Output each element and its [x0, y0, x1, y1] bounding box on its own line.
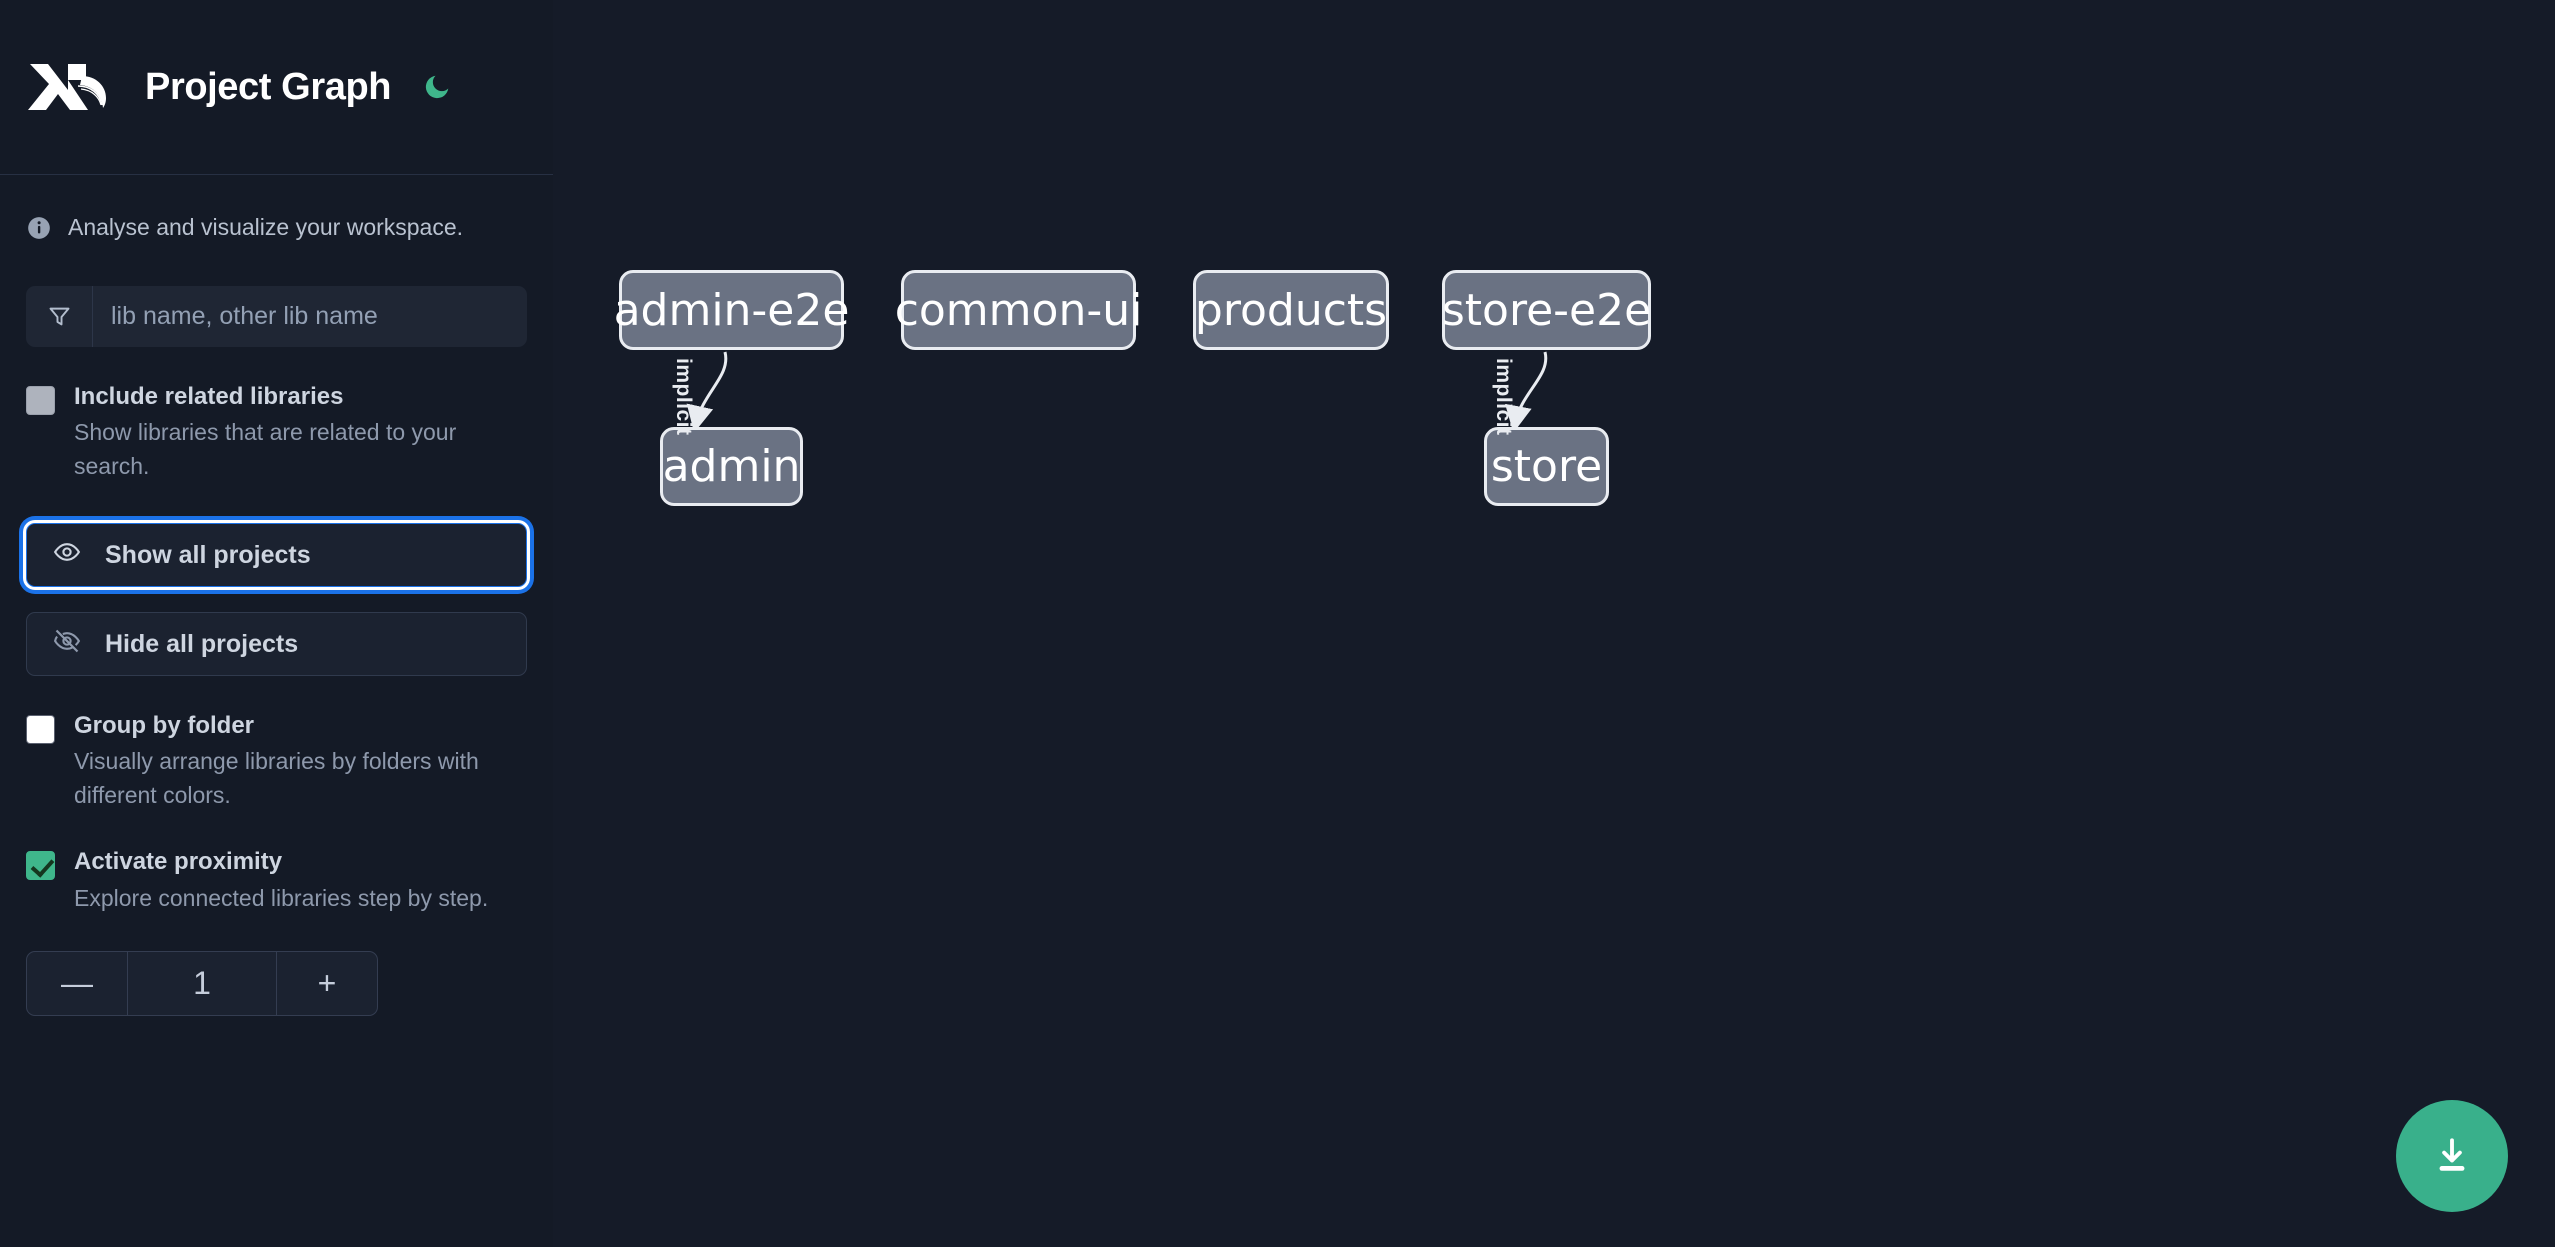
checkbox-activate-proximity[interactable] — [26, 851, 55, 881]
node-label: products — [1194, 284, 1388, 336]
graph-node-admin-e2e[interactable]: admin-e2e — [614, 270, 849, 350]
option-group-by-folder[interactable]: Group by folder Visually arrange librari… — [26, 710, 527, 812]
node-label: common-ui — [894, 284, 1143, 336]
filter-box[interactable] — [26, 286, 527, 347]
option-title: Group by folder — [74, 712, 254, 740]
node-label: admin-e2e — [613, 284, 850, 336]
visibility-buttons: Show all projects Hide all projects — [26, 523, 527, 677]
option-include-related-libraries[interactable]: Include related libraries Show libraries… — [26, 381, 527, 483]
option-title: Include related libraries — [74, 383, 344, 410]
blurb-text: Analyse and visualize your workspace. — [68, 214, 464, 240]
graph-edges — [686, 351, 1548, 433]
graph-node-admin[interactable]: admin — [660, 427, 803, 506]
graph-node-products[interactable]: products — [1193, 270, 1389, 350]
checkbox-group-by-folder[interactable] — [26, 715, 55, 745]
download-button[interactable] — [2396, 1100, 2508, 1212]
project-graph-canvas[interactable]: admin-e2e common-ui products store-e2e a… — [553, 0, 2555, 1247]
sidebar-body: Include related libraries Show libraries… — [0, 286, 553, 1016]
moon-icon[interactable] — [415, 65, 459, 109]
sidebar-header: Project Graph — [0, 0, 553, 175]
download-icon — [2430, 1133, 2474, 1180]
sidebar-blurb: Analyse and visualize your workspace. — [0, 175, 553, 280]
filter-icon — [26, 286, 93, 347]
option-description: Show libraries that are related to your … — [74, 419, 457, 479]
show-all-projects-label: Show all projects — [105, 540, 311, 569]
nx-logo-icon — [26, 56, 122, 118]
show-all-projects-button[interactable]: Show all projects — [26, 523, 527, 588]
info-icon — [26, 215, 52, 241]
option-title: Activate proximity — [74, 848, 283, 876]
page-title: Project Graph — [145, 65, 392, 108]
graph-node-common-ui[interactable]: common-ui — [895, 270, 1142, 350]
hide-all-projects-button[interactable]: Hide all projects — [26, 612, 527, 677]
search-input[interactable] — [93, 286, 527, 347]
proximity-decrement-button[interactable]: — — [27, 951, 128, 1015]
option-activate-proximity[interactable]: Activate proximity Explore connected lib… — [26, 846, 527, 915]
edge-label-implicit-admin: implicit — [672, 358, 695, 436]
node-label: store — [1490, 441, 1603, 492]
edge-admin-e2e-to-admin — [686, 351, 728, 433]
checkbox-include-related-libraries[interactable] — [26, 386, 55, 415]
option-description: Visually arrange libraries by folders wi… — [74, 748, 479, 808]
eye-icon — [53, 538, 81, 573]
graph-node-store-e2e[interactable]: store-e2e — [1442, 270, 1651, 350]
option-description: Explore connected libraries step by step… — [74, 884, 489, 911]
node-label: admin — [662, 441, 801, 492]
edge-label-implicit-store: implicit — [1492, 358, 1515, 436]
proximity-increment-button[interactable]: + — [276, 951, 377, 1015]
eye-off-icon — [53, 627, 81, 662]
node-label: store-e2e — [1441, 284, 1652, 336]
hide-all-projects-label: Hide all projects — [105, 629, 299, 658]
sidebar: Project Graph Analyse and visualize your… — [0, 0, 553, 1247]
proximity-stepper: — 1 + — [26, 950, 378, 1016]
edge-store-e2e-to-store — [1505, 351, 1548, 433]
graph-node-store[interactable]: store — [1484, 427, 1609, 506]
proximity-value: 1 — [193, 964, 211, 1001]
